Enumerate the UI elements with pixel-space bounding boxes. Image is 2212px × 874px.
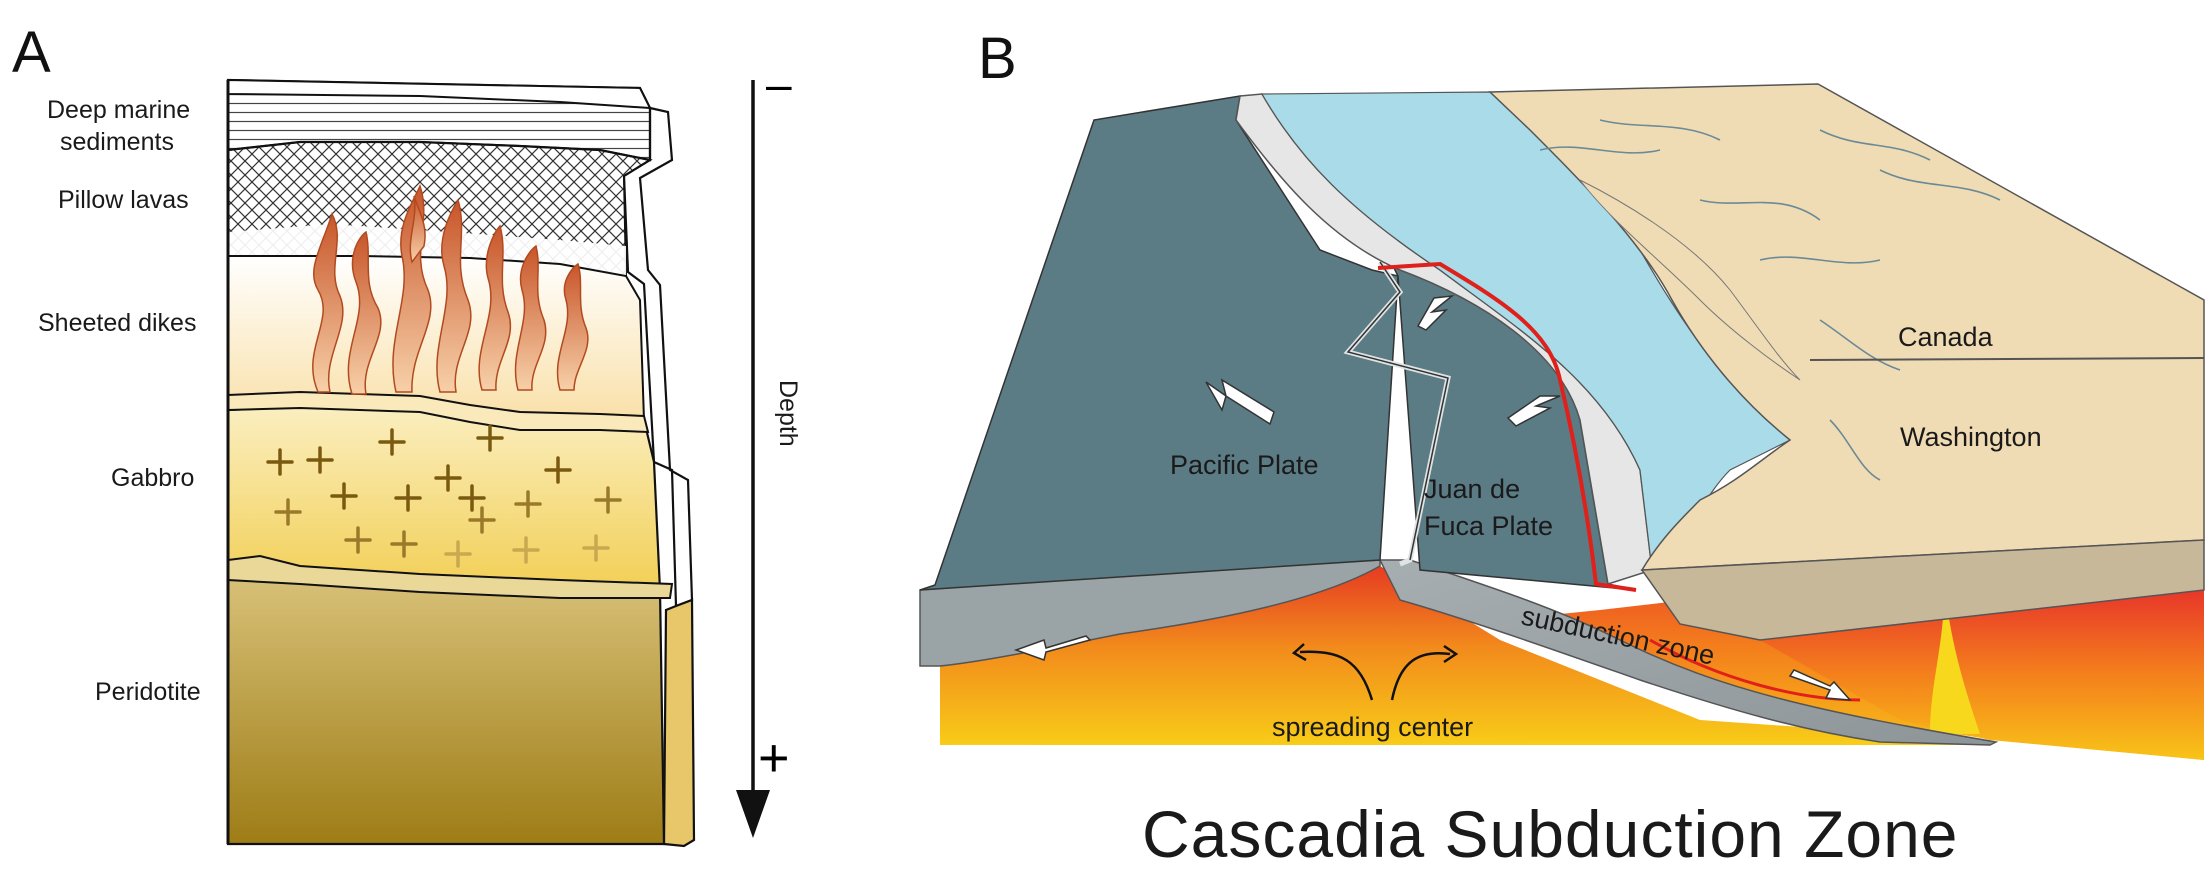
panel-b: B [919, 26, 2205, 871]
mantle-right [1760, 590, 2204, 760]
vancouver-island [1579, 179, 1801, 381]
pacific-plate-side [919, 559, 1381, 667]
land-front [1640, 539, 2205, 641]
subduction-front-line [1377, 261, 1637, 592]
land [1488, 83, 2205, 571]
depth-label: Depth [774, 380, 802, 447]
label-pillow-lavas: Pillow lavas [58, 186, 189, 214]
column-side-face [622, 106, 696, 848]
label-canada: Canada [1898, 322, 1994, 352]
panel-b-letter: B [978, 26, 1017, 91]
coastline-details [1539, 119, 2001, 481]
label-juan-de-fuca-line2: Fuca Plate [1424, 511, 1553, 541]
panel-a: A [12, 20, 802, 848]
map-labels: Canada Washington Pacific Plate Juan de … [1170, 322, 2042, 742]
layer-labels: Deep marine sediments Pillow lavas Sheet… [38, 96, 201, 706]
label-gabbro: Gabbro [111, 464, 194, 492]
panel-b-title: Cascadia Subduction Zone [1142, 797, 1959, 869]
layer-peridotite [226, 554, 674, 846]
depth-minus-sign: – [766, 58, 792, 110]
pacific-plate-top [919, 95, 1399, 591]
spreading-arrows [1291, 643, 1459, 701]
label-sediments-line1: Deep marine [47, 96, 190, 124]
magma-plume [1930, 580, 1980, 734]
label-washington: Washington [1900, 422, 2042, 452]
label-juan-de-fuca-line1: Juan de [1424, 474, 1520, 504]
layer-gabbro [226, 390, 662, 592]
ridge-transform-outline [1346, 261, 1449, 561]
border-line [1809, 357, 2205, 361]
subducting-slab [1378, 559, 1999, 746]
dike-shapes [312, 183, 589, 395]
panel-a-letter: A [12, 20, 51, 85]
label-sheeted-dikes: Sheeted dikes [38, 309, 196, 337]
label-sediments-line2: sediments [60, 128, 174, 156]
label-pacific-plate: Pacific Plate [1170, 450, 1319, 480]
depth-axis: – + Depth [736, 58, 802, 838]
plate-arrows [1013, 294, 1852, 701]
label-peridotite: Peridotite [95, 678, 201, 706]
layer-sediments [226, 78, 652, 162]
label-spreading-center: spreading center [1272, 712, 1473, 742]
depth-plus-sign: + [758, 728, 790, 788]
gabbro-crosses [266, 424, 622, 568]
